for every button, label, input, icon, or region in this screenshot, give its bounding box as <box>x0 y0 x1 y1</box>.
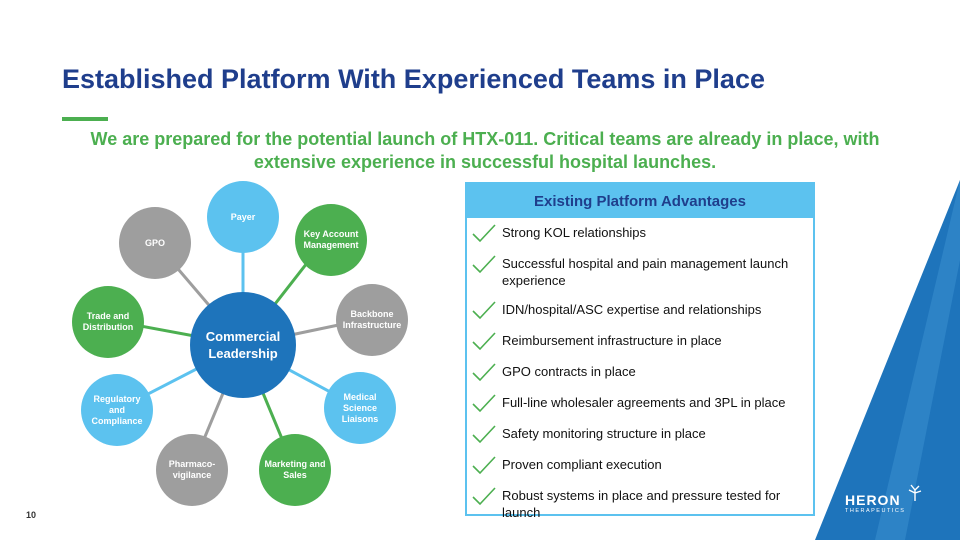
logo-name: HERON <box>845 492 901 508</box>
checkmark-icon <box>472 301 496 320</box>
node-commercial-leadership: Commercial Leadership <box>190 292 296 398</box>
list-item: Robust systems in place and pressure tes… <box>471 487 805 521</box>
node-backbone-infrastructure: Backbone Infrastructure <box>336 284 408 356</box>
logo-subtitle: THERAPEUTICS <box>845 508 906 514</box>
checkmark-icon <box>472 255 496 274</box>
node-regulatory-and-compliance: Regulatory and Compliance <box>81 374 153 446</box>
list-item: GPO contracts in place <box>471 363 805 382</box>
checkmark-icon <box>472 456 496 475</box>
platform-advantages-panel: Existing Platform Advantages Strong KOL … <box>465 182 815 520</box>
subtitle: We are prepared for the potential launch… <box>90 129 880 172</box>
panel-header: Existing Platform Advantages <box>467 184 813 218</box>
checkmark-icon <box>472 332 496 351</box>
list-item: Safety monitoring structure in place <box>471 425 805 444</box>
page-title: Established Platform With Experienced Te… <box>62 64 765 94</box>
node-medical-science-liaisons: Medical Science Liaisons <box>324 372 396 444</box>
commercial-leadership-diagram: Payer Key Account Management Backbone In… <box>0 170 460 520</box>
heron-bird-icon <box>908 484 922 501</box>
node-marketing-and-sales: Marketing and Sales <box>259 434 331 506</box>
node-key-account-management: Key Account Management <box>295 204 367 276</box>
checkmark-icon <box>472 425 496 444</box>
list-item: Proven compliant execution <box>471 456 805 475</box>
list-item: Full-line wholesaler agreements and 3PL … <box>471 394 805 413</box>
list-item: Reimbursement infrastructure in place <box>471 332 805 351</box>
page-number: 10 <box>26 510 37 520</box>
checkmark-icon <box>472 487 496 506</box>
checkmark-icon <box>472 363 496 382</box>
advantages-list: Strong KOL relationships Successful hosp… <box>467 218 813 521</box>
checkmark-icon <box>472 394 496 413</box>
list-item: Successful hospital and pain management … <box>471 255 805 289</box>
list-item: IDN/hospital/ASC expertise and relations… <box>471 301 805 320</box>
node-payer: Payer <box>207 181 279 253</box>
heron-logo: HERON THERAPEUTICS <box>845 484 940 520</box>
title-underline <box>62 117 108 121</box>
list-item: Strong KOL relationships <box>471 224 805 243</box>
node-gpo: GPO <box>119 207 191 279</box>
node-trade-and-distribution: Trade and Distribution <box>72 286 144 358</box>
checkmark-icon <box>472 224 496 243</box>
node-pharmacovigilance: Pharmaco-vigilance <box>156 434 228 506</box>
